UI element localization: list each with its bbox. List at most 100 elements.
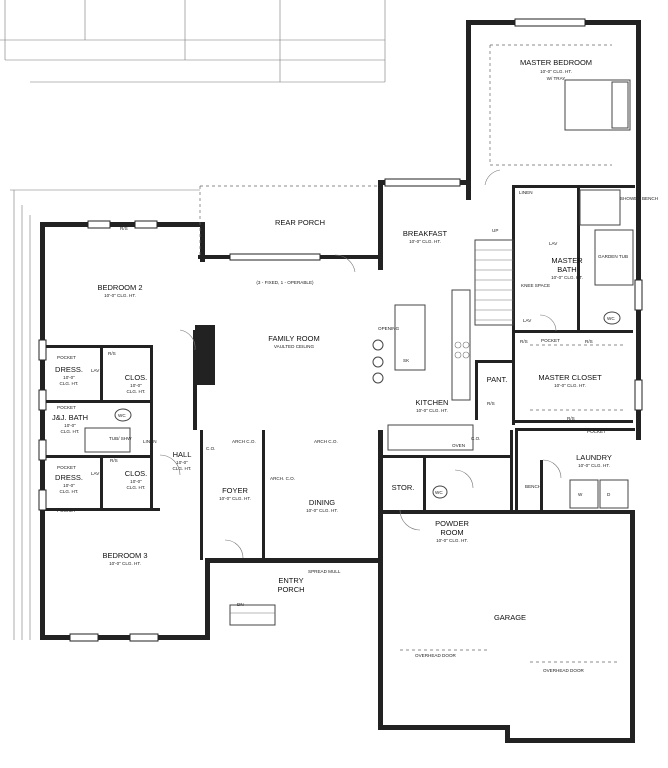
washer-note: W [578, 492, 583, 497]
co-note-1: C.O. [206, 446, 215, 451]
up-note: UP [492, 228, 498, 233]
annotations: POCKET POCKET POCKET POCKET POCKET POCKE… [57, 190, 658, 673]
master-bedroom-label: MASTER BEDROOM [520, 58, 592, 67]
bedroom2-label: BEDROOM 2 [97, 283, 142, 292]
master-closet-ceiling: 10'-0" CLG. HT. [554, 383, 586, 388]
stair-treads [475, 249, 513, 321]
lav-note-4: LAV [91, 471, 100, 476]
breakfast-label: BREAKFAST [403, 229, 448, 238]
arch-co-note-1: ARCH C.O. [232, 439, 256, 444]
pocket-note-5: POCKET [541, 338, 560, 343]
garage-label: GARAGE [494, 613, 526, 622]
family-room-ceiling: VAULTED CEILING [274, 344, 315, 349]
knee-space-note: KNEE SPACE [521, 283, 550, 288]
rs-note-2: R/S [108, 351, 116, 356]
clos2-ceiling-2: CLG. HT. [127, 485, 146, 490]
entry-porch-label-2: PORCH [277, 585, 304, 594]
dining-label: DINING [309, 498, 335, 507]
pantry-label: PANT. [487, 375, 508, 384]
laundry-label: LAUNDRY [576, 453, 612, 462]
door-swings [159, 169, 562, 559]
opening-note: OPENING [378, 326, 400, 331]
dn-note: DN [237, 602, 244, 607]
bedroom2-ceiling: 10'-0" CLG. HT. [104, 293, 136, 298]
rs-note-6: R/S [567, 416, 575, 421]
fixtures [84, 44, 634, 663]
oven-note: OVEN [452, 443, 465, 448]
window-note: (3 - FIXED, 1 - OPERABLE) [256, 280, 314, 285]
kitchen-label: KITCHEN [416, 398, 449, 407]
master-closet-label: MASTER CLOSET [538, 373, 602, 382]
sink-note: SK [403, 358, 410, 363]
dress1-ceiling-2: CLG. HT. [60, 381, 79, 386]
master-bath-ceiling: 10'-0" CLG. HT. [551, 275, 583, 280]
hall-ceiling: 10'-0" [176, 460, 188, 465]
bedroom3-ceiling: 10'-0" CLG. HT. [109, 561, 141, 566]
dimension-lines [0, 0, 386, 640]
wc-note-3: WC [435, 490, 443, 495]
dress2-ceiling-2: CLG. HT. [60, 489, 79, 494]
powder-room-label-2: ROOM [440, 528, 463, 537]
hall-label: HALL [173, 450, 192, 459]
foyer-label: FOYER [222, 486, 248, 495]
pocket-note-4: POCKET [57, 508, 76, 513]
master-bedroom-ceiling: 10'-0" CLG. HT. [540, 69, 572, 74]
windows [38, 18, 643, 642]
powder-room-ceiling: 10'-0" CLG. HT. [436, 538, 468, 543]
clos2-label: CLOS. [125, 469, 148, 478]
laundry-ceiling: 10'-0" CLG. HT. [578, 463, 610, 468]
foyer-ceiling: 10'-0" CLG. HT. [219, 496, 251, 501]
overhead-door-note-2: OVERHEAD DOOR [543, 668, 585, 673]
bench-note: BENCH [525, 484, 541, 489]
breakfast-ceiling: 10'-0" CLG. HT. [409, 239, 441, 244]
clos1-ceiling: 10'-0" [130, 383, 142, 388]
rs-note-3: R/S [487, 401, 495, 406]
dress2-label: DRESS. [55, 473, 83, 482]
jj-bath-label: J&J. BATH [52, 413, 88, 422]
linen-note-2: LINEN [519, 190, 533, 195]
pocket-note-6: POCKET [587, 429, 606, 434]
co-note-2: C.O. [471, 436, 480, 441]
master-bedroom-note: W/ TRAY [547, 76, 566, 81]
overhead-door-note-1: OVERHEAD DOOR [415, 653, 457, 658]
jj-bath-ceiling-2: CLG. HT. [61, 429, 80, 434]
kitchen-ceiling: 10'-0" CLG. HT. [416, 408, 448, 413]
clos1-ceiling-2: CLG. HT. [127, 389, 146, 394]
wc-note-2: WC [607, 316, 615, 321]
rear-porch-label: REAR PORCH [275, 218, 325, 227]
dining-ceiling: 10'-0" CLG. HT. [306, 508, 338, 513]
master-bath-label: MASTER [551, 256, 583, 265]
rs-note-1: R/S [120, 226, 128, 231]
powder-room-label: POWDER [435, 519, 469, 528]
lav-note-2: LAV [549, 241, 558, 246]
pocket-note-3: POCKET [57, 465, 76, 470]
clos2-ceiling: 10'-0" [130, 479, 142, 484]
rs-note-5: R/S [585, 339, 593, 344]
jj-bath-ceiling: 10'-0" [64, 423, 76, 428]
dryer-note: D [607, 492, 611, 497]
clos1-label: CLOS. [125, 373, 148, 382]
entry-porch-label: ENTRY [278, 576, 303, 585]
hall-ceiling-2: CLG. HT. [173, 466, 192, 471]
pocket-note-2: POCKET [57, 405, 76, 410]
tub-note: TUB/ SHW [109, 436, 132, 441]
spread-mull-note: SPREAD MULL [308, 569, 341, 574]
lav-note-3: LAV [523, 318, 532, 323]
shower-bench-note: SHOWER BENCH [620, 196, 658, 201]
room-labels: MASTER BEDROOM 10'-0" CLG. HT. W/ TRAY R… [52, 58, 612, 622]
garden-tub-note: GARDEN TUB [598, 254, 628, 259]
dress1-label: DRESS. [55, 365, 83, 374]
arch-co-note-2: ARCH C.O. [314, 439, 338, 444]
arch-co-note-3: ARCH. C.O. [270, 476, 295, 481]
pocket-note-1: POCKET [57, 355, 76, 360]
lav-note-1: LAV [91, 368, 100, 373]
rs-note-7: R/S [110, 458, 118, 463]
dress2-ceiling: 10'-0" [63, 483, 75, 488]
master-bath-label-2: BATH [557, 265, 576, 274]
storage-label: STOR. [392, 483, 415, 492]
family-room-label: FAMILY ROOM [268, 334, 319, 343]
wc-note-1: WC [118, 413, 126, 418]
linen-note-1: LINEN [143, 439, 157, 444]
bedroom3-label: BEDROOM 3 [102, 551, 147, 560]
